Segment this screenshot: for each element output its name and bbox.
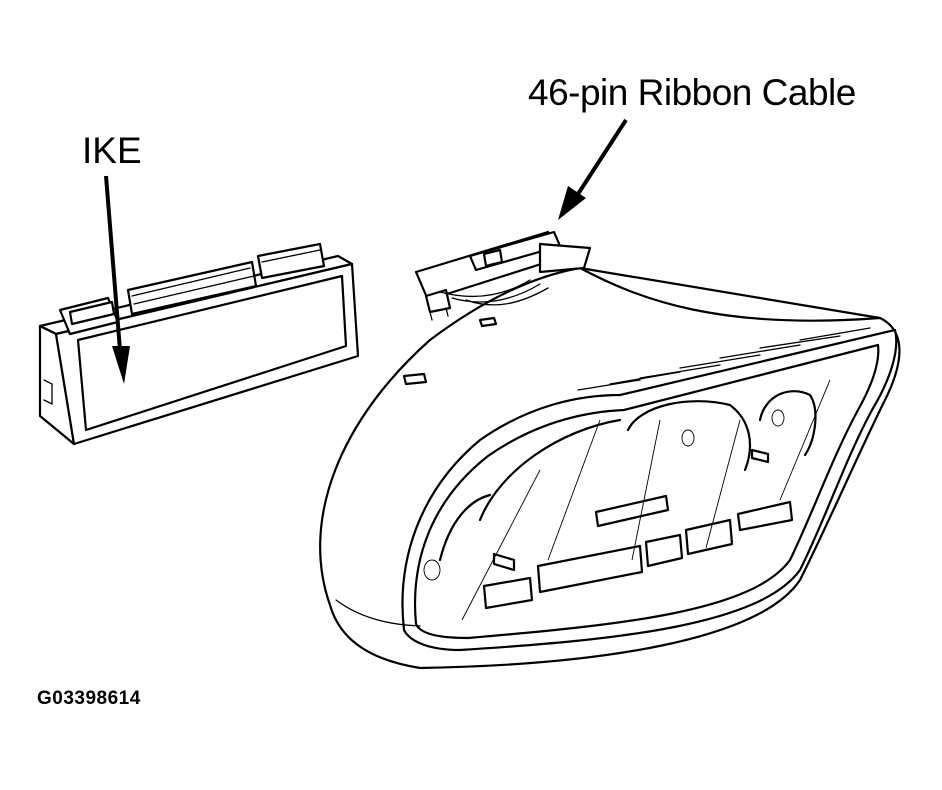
right-gauge-needle-hub xyxy=(771,409,785,427)
cluster-inner-bezel xyxy=(414,343,880,640)
ribbon-cable-arrow xyxy=(558,118,628,220)
ike-front-panel xyxy=(76,274,348,432)
ike-connectors xyxy=(58,242,326,336)
left-gauge-needle-hub xyxy=(423,559,441,581)
ribbon-cable-connector xyxy=(414,230,592,321)
cluster-ledge xyxy=(335,599,421,627)
ike-module xyxy=(38,242,360,446)
cluster-hood-ridges xyxy=(577,327,871,391)
figure-code: G03398614 xyxy=(37,688,141,709)
cluster-front-bezel xyxy=(401,328,898,652)
tach-needle-hub xyxy=(681,429,695,447)
ike-side-tab xyxy=(43,379,53,406)
reset-pins xyxy=(492,448,770,572)
tach-gauge-arc xyxy=(626,400,752,472)
instrument-cluster xyxy=(319,266,901,670)
ike-arrowhead xyxy=(112,346,130,384)
right-gauge-arc xyxy=(758,390,817,457)
cluster-top-slot xyxy=(402,372,428,386)
ike-label: IKE xyxy=(82,130,142,171)
ike-arrow xyxy=(104,175,130,384)
light-guides xyxy=(461,379,831,621)
cluster-top-slot-2 xyxy=(478,316,498,328)
ribbon-cable-label: 46-pin Ribbon Cable xyxy=(528,72,856,113)
left-gauge-arc xyxy=(438,493,492,562)
display-windows xyxy=(482,494,794,610)
ribbon-cable-arrowhead xyxy=(558,186,586,220)
cluster-top-lip xyxy=(578,266,882,322)
